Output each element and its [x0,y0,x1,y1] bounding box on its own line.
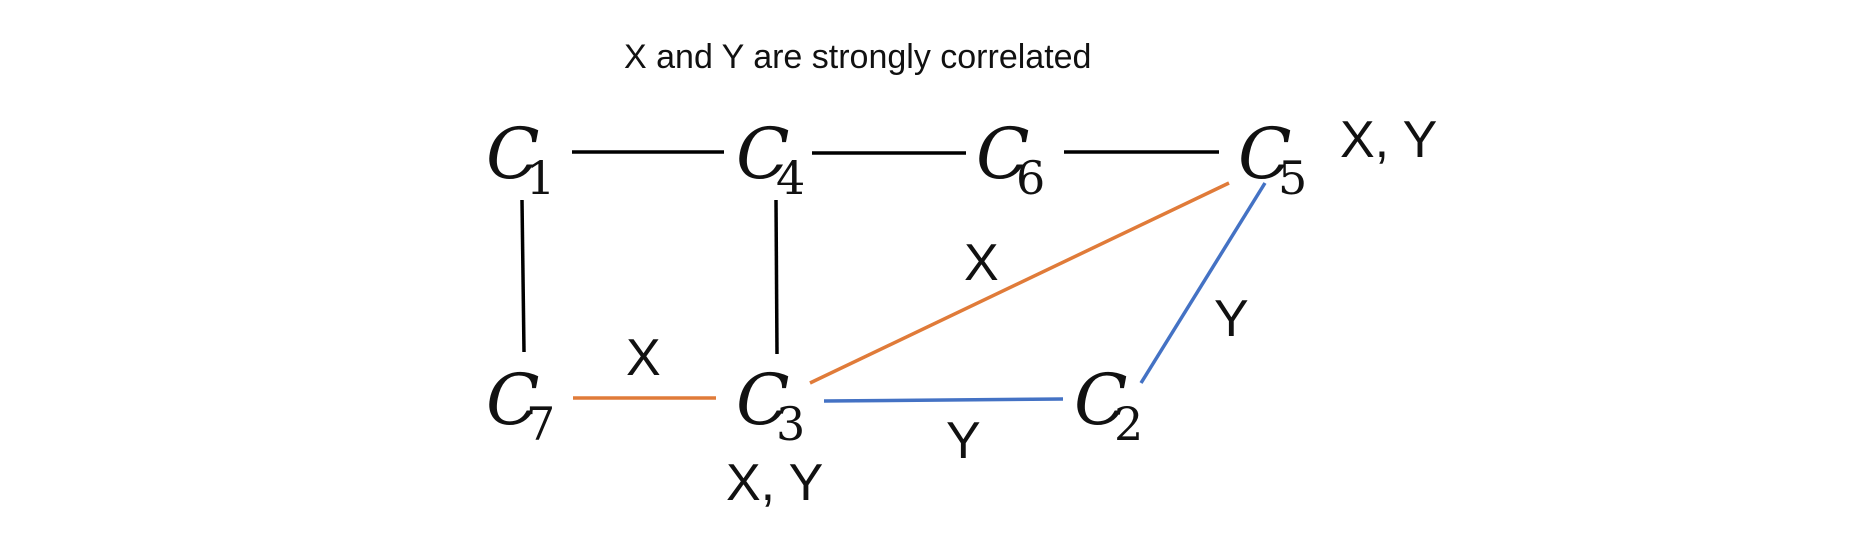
node-c2: C 2 [1074,359,1143,451]
node-c3: C 3 X, Y [726,359,823,512]
edge-c4-c3 [774,199,779,355]
node-c6-subscript: 6 [1016,151,1045,205]
node-c5-annotation: X, Y [1340,111,1437,169]
edge-c3-c2 [823,397,1064,403]
node-c3-subscript: 3 [776,397,805,451]
node-c7: C 7 [486,359,555,451]
node-c6-letter: C [976,113,1030,195]
edge-label-c3-c2: Y [946,412,981,470]
node-c5-subscript: 5 [1278,151,1307,205]
node-c4: C 4 [736,113,805,205]
node-c5-letter: C [1238,113,1292,195]
node-c3-letter: C [736,359,790,441]
node-c3-annotation: X, Y [726,454,823,512]
edge-c3-c5 [809,181,1230,385]
edge-c2-c5 [1139,182,1267,384]
node-c4-subscript: 4 [776,151,805,205]
node-c7-subscript: 7 [526,397,555,451]
node-c2-letter: C [1074,359,1128,441]
edge-label-c3-c5: X [964,234,999,292]
node-c1: C 1 [486,113,555,205]
edge-label-c7-c3: X [626,329,661,387]
node-c5: C 5 X, Y [1238,111,1437,205]
node-c4-letter: C [736,113,790,195]
diagram-title: X and Y are strongly correlated [624,38,1091,76]
node-c1-letter: C [486,113,540,195]
edge-c1-c7 [520,199,526,353]
node-c7-letter: C [486,359,540,441]
node-c1-subscript: 1 [526,151,555,205]
node-c6: C 6 [976,113,1045,205]
edge-label-c2-c5: Y [1214,290,1249,348]
node-c2-subscript: 2 [1114,397,1143,451]
